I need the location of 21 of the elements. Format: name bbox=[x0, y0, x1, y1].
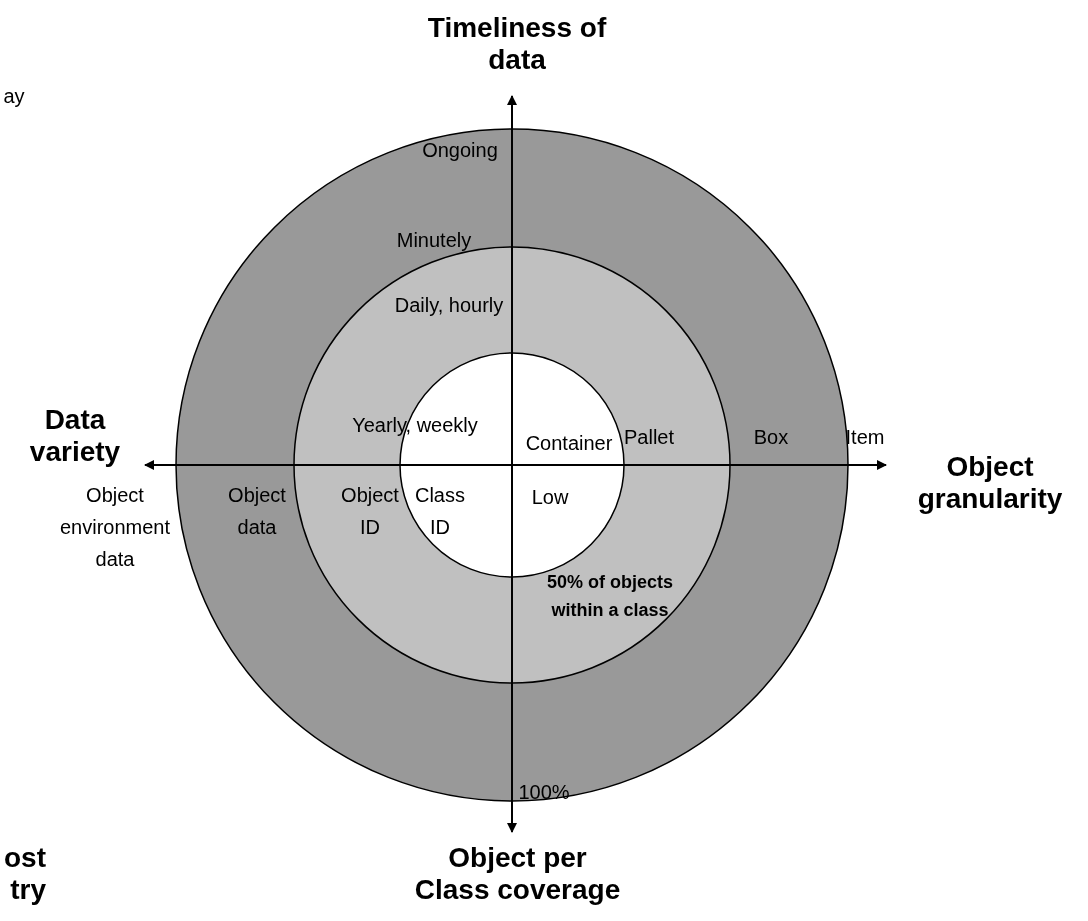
ring-label: Object environment data bbox=[58, 483, 172, 572]
ring-label: Item bbox=[844, 425, 886, 450]
ring-label: Pallet bbox=[623, 425, 675, 450]
axis-title: Data variety bbox=[28, 404, 122, 468]
label: ay bbox=[2, 84, 26, 109]
ring-label: Daily, hourly bbox=[393, 293, 505, 318]
axis-title: Object per Class coverage bbox=[413, 842, 622, 906]
label: try bbox=[9, 874, 46, 906]
ring-label: Object data bbox=[227, 483, 287, 540]
ring-label: Box bbox=[752, 425, 790, 450]
ring-label: 100% bbox=[517, 780, 571, 805]
ring-label: 50% of objects within a class bbox=[545, 571, 674, 622]
ring-label: Minutely bbox=[395, 228, 473, 253]
ring-label: Class ID bbox=[414, 483, 466, 540]
ring-label: Low bbox=[530, 485, 570, 510]
axis-title: Timeliness of data bbox=[426, 12, 608, 76]
ring-label: Ongoing bbox=[421, 138, 499, 163]
ring-label: Object ID bbox=[340, 483, 400, 540]
label: ost bbox=[3, 842, 46, 874]
ring-label: Container bbox=[524, 431, 614, 456]
axis-title: Object granularity bbox=[916, 451, 1064, 515]
